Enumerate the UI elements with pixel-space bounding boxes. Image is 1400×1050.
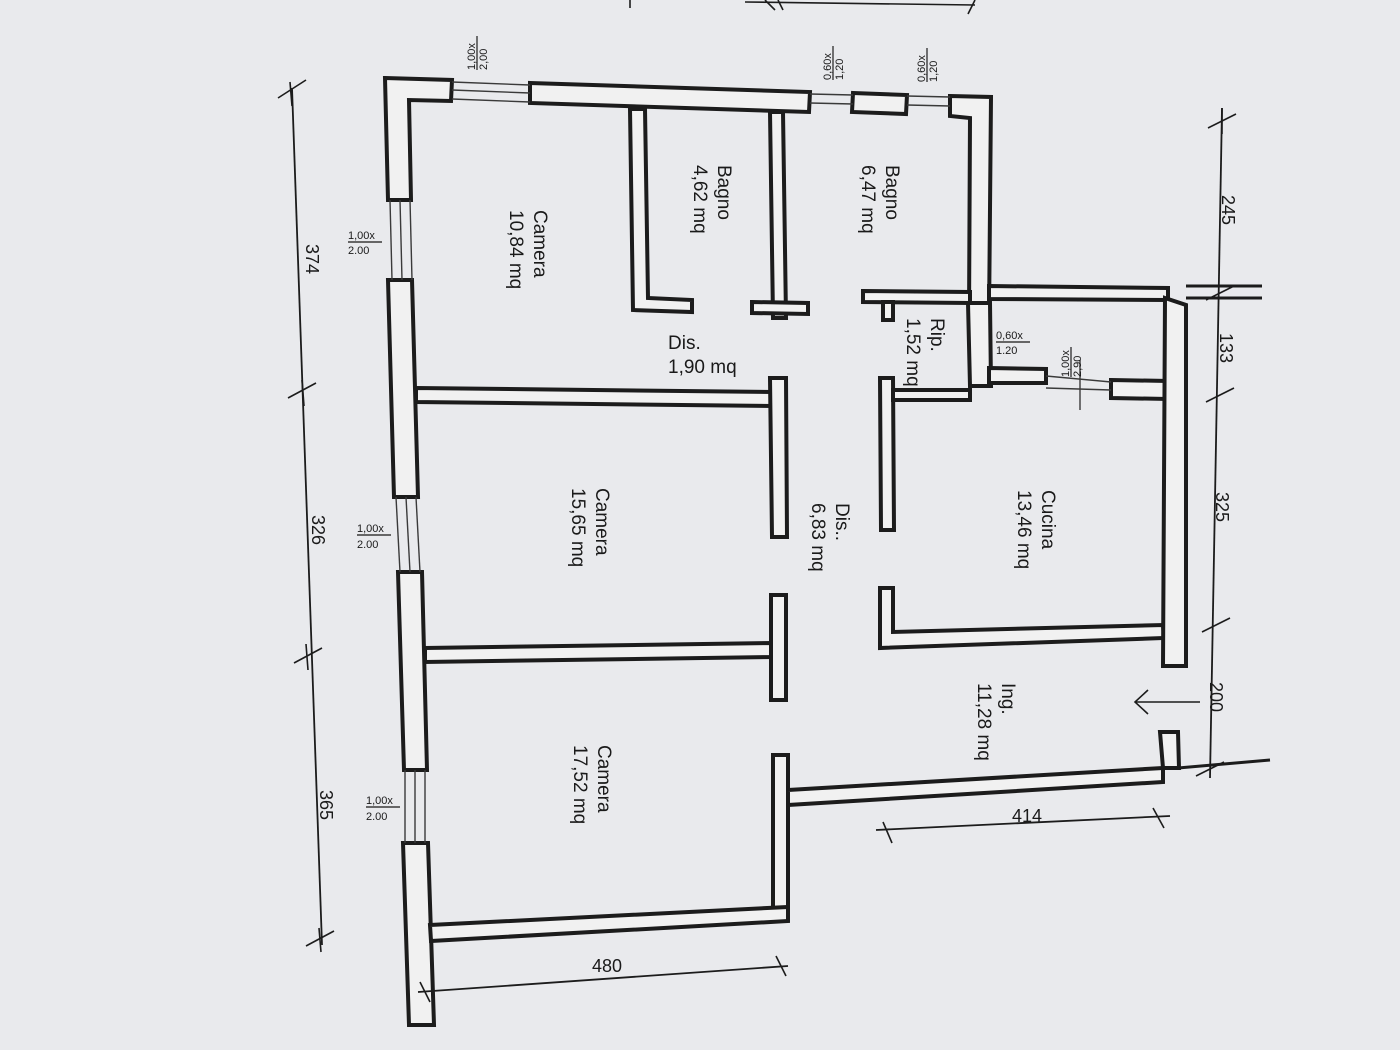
wall-divider-1 bbox=[414, 385, 775, 409]
left-window-1-height: 2.00 bbox=[348, 245, 369, 257]
kitchen-door-width: 1,00x bbox=[1060, 350, 1072, 377]
wall-dis-1 bbox=[767, 376, 790, 539]
wall-divider-2 bbox=[423, 640, 775, 665]
wall-bagno-2 bbox=[767, 110, 789, 320]
wall-top-left-corner bbox=[382, 75, 455, 202]
wall-top-1 bbox=[528, 80, 813, 115]
rip-door-width: 0,60x bbox=[996, 330, 1023, 342]
dimension-labels: 374 326 365 245 133 325 200 480 414 bbox=[302, 195, 1238, 976]
wall-dis-3 bbox=[769, 593, 788, 702]
opening-labels: 1,00x 2,00 0,60x 1,20 0,60x 1,20 1,00x 2… bbox=[348, 36, 1084, 823]
wall-camera3-right bbox=[771, 753, 790, 915]
dim-right-4: 200 bbox=[1206, 682, 1226, 712]
room-bagno-1-area: 4,62 mq bbox=[689, 165, 710, 234]
wall-ing-bottom bbox=[786, 765, 1165, 808]
room-camera-2-name: Camera bbox=[591, 488, 612, 556]
room-ripostiglio-area: 1,52 mq bbox=[902, 318, 923, 387]
kitchen-door-height: 2,90 bbox=[1072, 356, 1084, 377]
wall-rip-stub bbox=[881, 300, 895, 322]
walls bbox=[382, 75, 1271, 1027]
wall-kitchen-top-2 bbox=[1109, 377, 1170, 402]
wall-kitchen-top-1 bbox=[987, 365, 1048, 385]
left-window-3-width: 1,00x bbox=[366, 795, 393, 807]
room-disimpegno-1-area: 1,90 mq bbox=[668, 357, 737, 378]
dimension-lines bbox=[277, 79, 1237, 1003]
room-ingresso-area: 11,28 mq bbox=[973, 683, 994, 761]
dim-left-1: 374 bbox=[302, 244, 322, 274]
room-ripostiglio-name: Rip. bbox=[926, 318, 947, 352]
wall-bottom bbox=[427, 904, 790, 944]
top-edge-marks bbox=[629, 0, 976, 15]
wall-rip-right bbox=[965, 301, 994, 388]
room-disimpegno-1-name: Dis. bbox=[668, 333, 701, 354]
room-disimpegno-2-area: 6,83 mq bbox=[807, 503, 828, 572]
wall-top-2 bbox=[849, 90, 910, 117]
room-bagno-2-name: Bagno bbox=[881, 165, 902, 220]
top-left-window-width: 1,00x bbox=[466, 43, 478, 70]
wall-dis-2 bbox=[877, 376, 897, 532]
top-right-window-height: 1,20 bbox=[928, 61, 940, 82]
room-bagno-1-name: Bagno bbox=[713, 165, 734, 220]
left-window-1-width: 1,00x bbox=[348, 230, 375, 242]
wall-right-1 bbox=[1160, 295, 1188, 668]
wall-bagno-1 bbox=[627, 107, 694, 315]
dim-right-3: 325 bbox=[1212, 492, 1232, 522]
left-window-2-width: 1,00x bbox=[357, 523, 384, 535]
rip-door-height: 1.20 bbox=[996, 345, 1017, 357]
top-mid-window-width: 0,60x bbox=[822, 53, 834, 80]
wall-bagno-stub bbox=[750, 299, 810, 317]
wall-right-2 bbox=[1157, 730, 1182, 770]
room-cucina-area: 13,46 mq bbox=[1013, 490, 1034, 569]
wall-left-2 bbox=[395, 570, 430, 772]
room-camera-2-area: 15,65 mq bbox=[567, 488, 588, 567]
room-ingresso-name: Ing. bbox=[997, 683, 1018, 715]
room-labels: Camera 10,84 mq Bagno 4,62 mq Bagno 6,47… bbox=[505, 165, 1058, 824]
wall-right-upper bbox=[987, 283, 1170, 303]
dim-left-3: 365 bbox=[316, 790, 336, 820]
wall-left-1 bbox=[385, 278, 421, 499]
room-disimpegno-2-name: Dis.. bbox=[831, 503, 852, 541]
dim-left-2: 326 bbox=[308, 515, 328, 545]
room-camera-3-name: Camera bbox=[593, 745, 614, 813]
left-window-3-height: 2.00 bbox=[366, 811, 387, 823]
room-bagno-2-area: 6,47 mq bbox=[857, 165, 878, 234]
openings-graphics bbox=[389, 81, 1200, 843]
wall-left-3 bbox=[400, 841, 437, 1027]
room-camera-1-name: Camera bbox=[529, 210, 550, 278]
room-camera-3-area: 17,52 mq bbox=[569, 745, 590, 824]
dim-right-1: 245 bbox=[1218, 195, 1238, 225]
wall-rip-top bbox=[861, 288, 972, 306]
room-camera-1-area: 10,84 mq bbox=[505, 210, 526, 289]
top-right-window-width: 0,60x bbox=[916, 55, 928, 82]
top-mid-window-height: 1,20 bbox=[834, 59, 846, 80]
dim-bottom-1: 480 bbox=[592, 956, 622, 976]
wall-rip-bottom bbox=[891, 388, 972, 402]
room-cucina-name: Cucina bbox=[1037, 490, 1058, 550]
top-left-window-height: 2,00 bbox=[478, 49, 490, 70]
dim-bottom-2: 414 bbox=[1012, 806, 1042, 826]
dim-right-2: 133 bbox=[1216, 333, 1236, 363]
left-window-2-height: 2.00 bbox=[357, 539, 378, 551]
